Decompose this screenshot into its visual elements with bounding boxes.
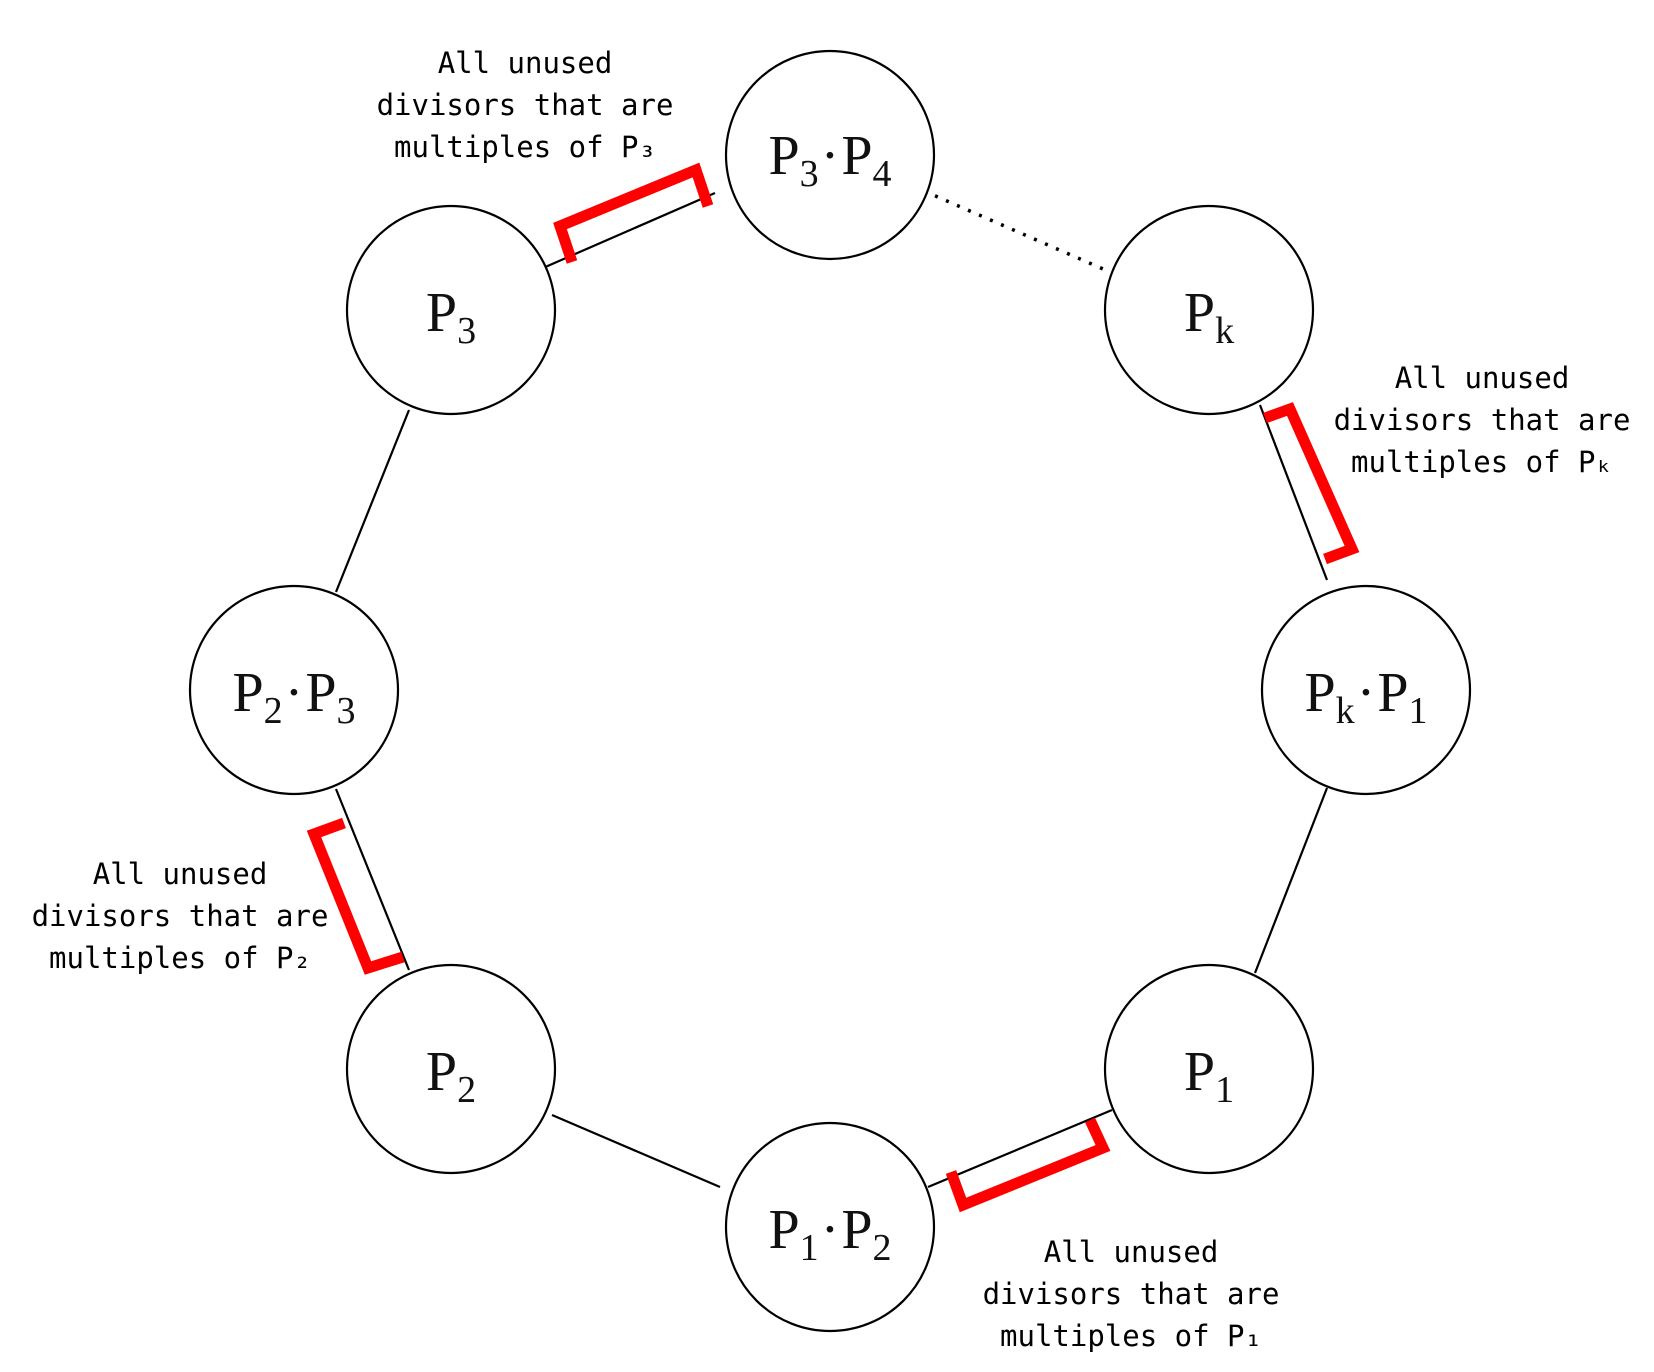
node-circle (724, 49, 936, 261)
node-p1: P1 (1103, 963, 1315, 1175)
node-circle (724, 1121, 936, 1333)
annotation-p1: All unused divisors that are multiples o… (983, 1235, 1280, 1353)
label-subscript: 1 (1408, 690, 1427, 732)
label-subscript: 3 (800, 153, 819, 195)
edges (334, 189, 1329, 1189)
annotation-line: multiples of Pₖ (1351, 445, 1613, 479)
label-subscript: 2 (457, 1069, 476, 1111)
edge-pk-pkp1 (1258, 404, 1329, 581)
annotation-line: multiples of P₃ (394, 130, 656, 164)
brackets (306, 162, 1360, 1213)
label-base: P (769, 125, 800, 187)
annotation-pk: All unused divisors that are multiples o… (1334, 361, 1631, 479)
node-pkp1: Pk·P1 (1260, 584, 1472, 796)
annotation-p2: All unused divisors that are multiples o… (32, 857, 329, 975)
annotation-line: All unused (1044, 1235, 1219, 1269)
annotation-p3: All unused divisors that are multiples o… (377, 46, 674, 164)
node-label: Pk·P1 (1305, 662, 1428, 732)
label-base: P (841, 125, 872, 187)
annotation-line: divisors that are (983, 1277, 1280, 1311)
label-subscript: k (1336, 690, 1355, 732)
label-base: P (1377, 662, 1408, 724)
annotation-line: All unused (93, 857, 268, 891)
label-base: P (233, 662, 264, 724)
label-subscript: 1 (800, 1227, 819, 1269)
node-label: P1·P2 (769, 1199, 892, 1269)
node-label: P1 (1184, 1041, 1234, 1111)
node-label: P2·P3 (233, 662, 356, 732)
label-base: P (769, 1199, 800, 1261)
edge-pkp1-p1 (1253, 787, 1329, 974)
edge-p3p4-pk-dotted (923, 189, 1111, 274)
operator: · (821, 1199, 840, 1261)
operator: · (285, 662, 304, 724)
annotation-line: All unused (438, 46, 613, 80)
node-label: P3·P4 (769, 125, 892, 195)
node-circle (188, 584, 400, 796)
annotation-line: divisors that are (1334, 403, 1631, 437)
label-base: P (426, 1041, 457, 1103)
annotation-line: divisors that are (377, 88, 674, 122)
edge-p2-p2p3 (334, 788, 411, 971)
label-base: P (841, 1199, 872, 1261)
label-base: P (1184, 282, 1215, 344)
label-base: P (1184, 1041, 1215, 1103)
annotation-line: All unused (1395, 361, 1570, 395)
bracket-p3 (553, 162, 714, 264)
label-base: P (426, 282, 457, 344)
bracket-p2 (306, 817, 405, 975)
node-circle (1103, 963, 1315, 1175)
node-label: Pk (1184, 282, 1234, 352)
node-circle (345, 204, 557, 416)
node-circle (345, 963, 557, 1175)
edge-p2p3-p3 (334, 409, 411, 593)
annotation-line: multiples of P₁ (1000, 1319, 1262, 1353)
bracket-pk (1263, 402, 1360, 565)
node-p1p2: P1·P2 (724, 1121, 936, 1333)
node-p3: P3 (345, 204, 557, 416)
label-subscript: 2 (872, 1227, 891, 1269)
node-circle (1260, 584, 1472, 796)
edge-p1-p1p2 (927, 1108, 1113, 1189)
node-p3p4: P3·P4 (724, 49, 936, 261)
node-circle (1103, 204, 1315, 416)
annotation-line: multiples of P₂ (49, 941, 311, 975)
node-label: P3 (426, 282, 476, 352)
label-subscript: 3 (336, 690, 355, 732)
operator: · (1357, 662, 1376, 724)
node-label: P2 (426, 1041, 476, 1111)
node-p2p3: P2·P3 (188, 584, 400, 796)
annotation-line: divisors that are (32, 899, 329, 933)
node-p2: P2 (345, 963, 557, 1175)
label-subscript: 1 (1215, 1069, 1234, 1111)
label-subscript: 3 (457, 310, 476, 352)
label-subscript: 2 (264, 690, 283, 732)
operator: · (821, 125, 840, 187)
label-base: P (1305, 662, 1336, 724)
edge-p1p2-p2 (551, 1113, 721, 1189)
label-subscript: k (1215, 310, 1234, 352)
node-pk: Pk (1103, 204, 1315, 416)
bracket-p1 (945, 1117, 1111, 1213)
label-base: P (305, 662, 336, 724)
label-subscript: 4 (872, 153, 891, 195)
